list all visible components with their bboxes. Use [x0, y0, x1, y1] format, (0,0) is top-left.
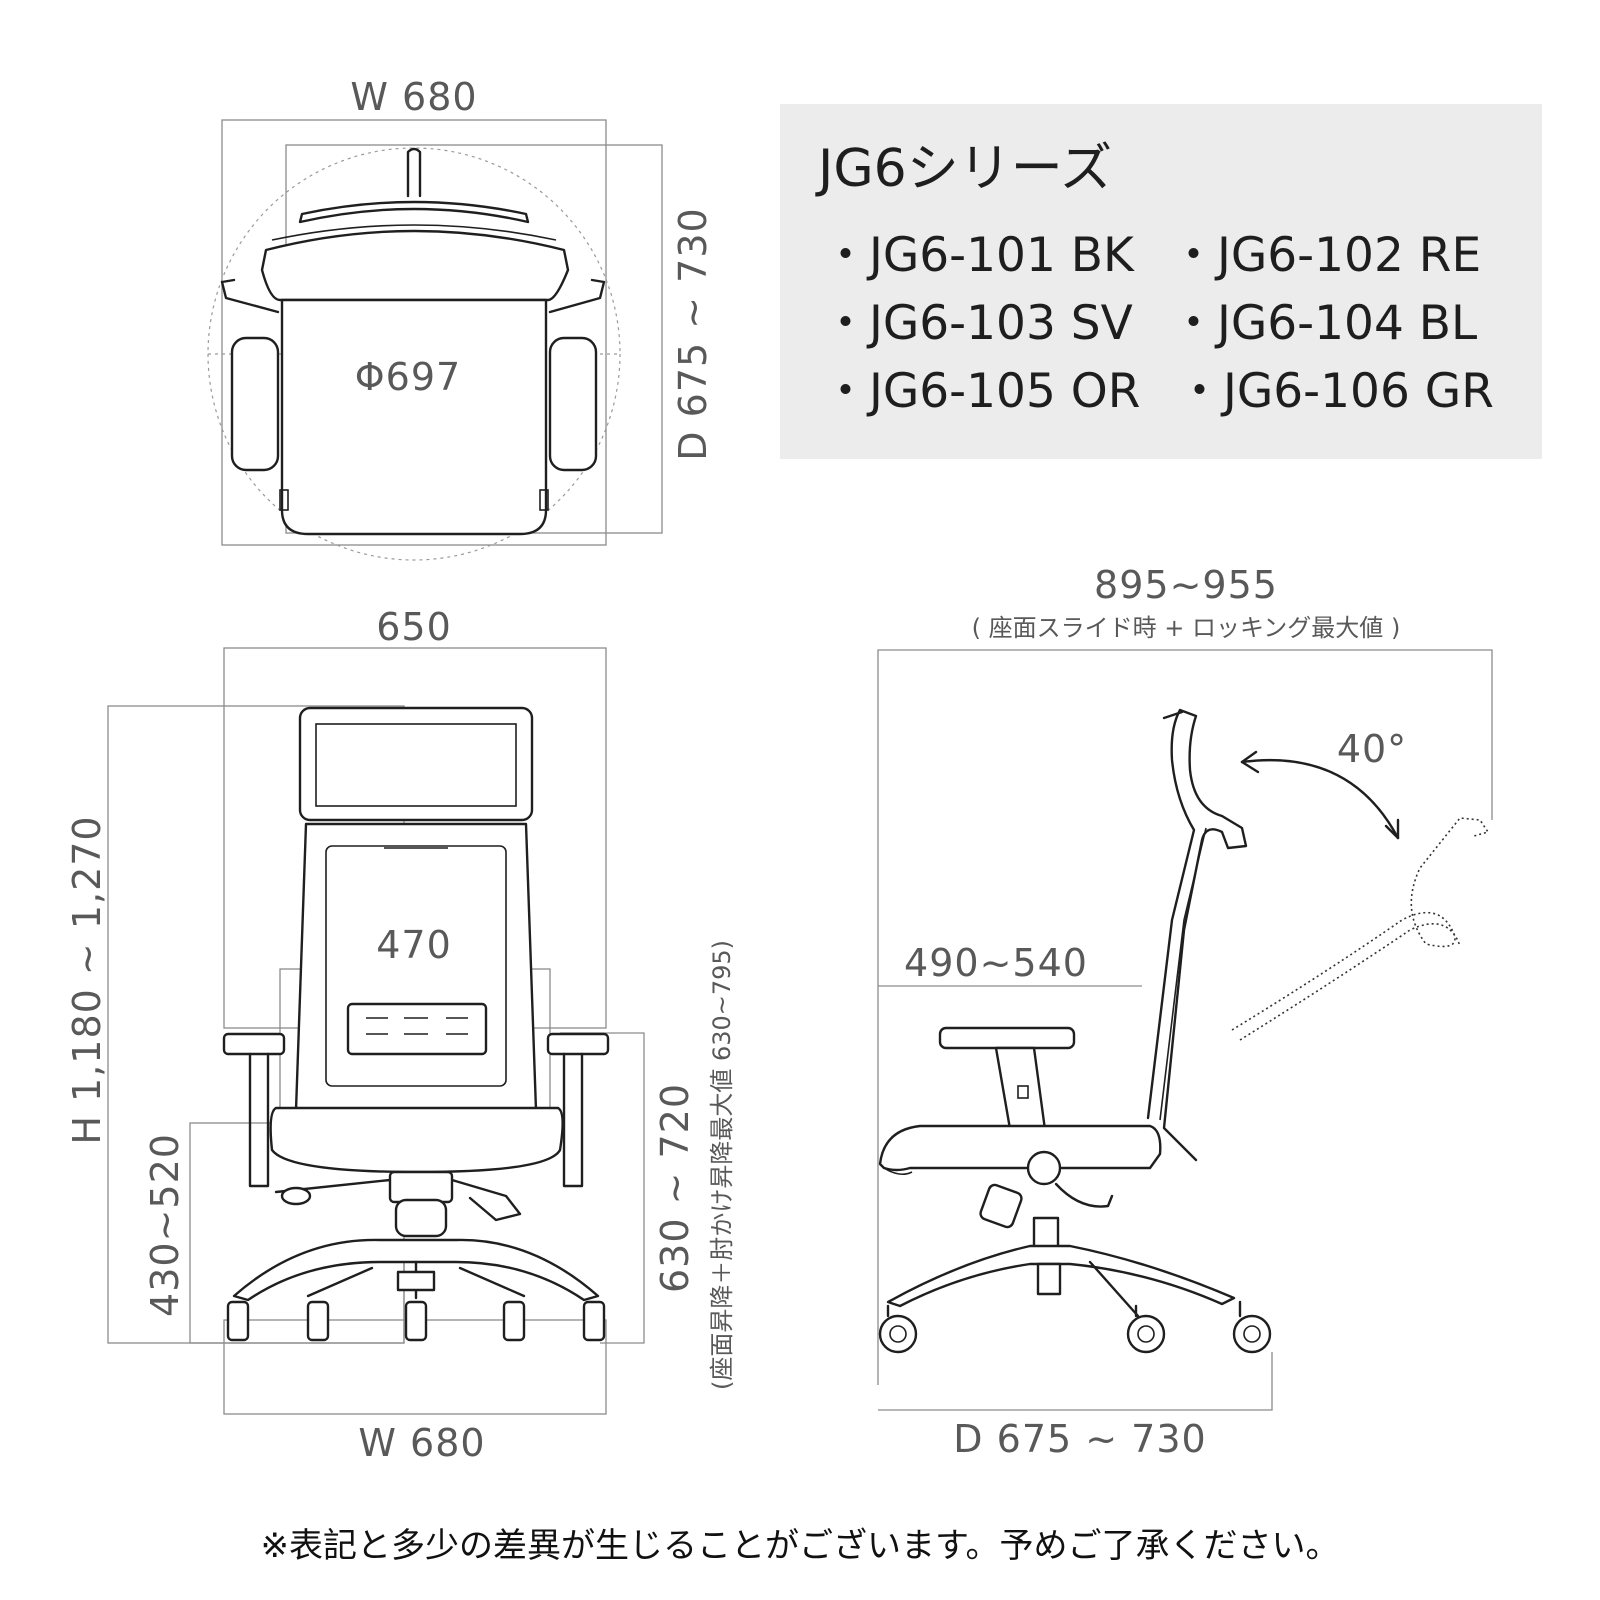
- side-base-depth-frame: [878, 1352, 1273, 1411]
- front-lever-knob: [280, 1186, 312, 1206]
- front-headrest-mesh: [315, 723, 517, 807]
- front-base: [232, 1238, 600, 1302]
- top-headrest: [298, 200, 530, 224]
- model-item: ・JG6-105 OR: [822, 364, 1141, 419]
- side-max-depth-note: ( 座面スライド時 + ロッキング最大値 ): [972, 614, 1401, 642]
- side-base-depth-label: D 675 ~ 730: [953, 1417, 1206, 1461]
- front-backrest-mesh: [325, 845, 507, 1087]
- side-recline-arrow-start: [1240, 750, 1260, 774]
- side-casters: [878, 1300, 1272, 1354]
- front-gas-cylinder: [394, 1198, 448, 1238]
- top-backrest-edge: [271, 224, 557, 241]
- top-view-chair: [207, 119, 663, 561]
- top-backrest: [260, 229, 570, 302]
- top-arm-bracket-left: [220, 278, 280, 314]
- side-gas-cylinder: [1032, 1216, 1060, 1250]
- side-recline-arc: [1240, 758, 1400, 840]
- side-reclined-backrest: [1231, 817, 1490, 1031]
- top-seat-tab-right: [539, 489, 549, 511]
- model-item: ・JG6-106 GR: [1176, 364, 1494, 419]
- front-armrest-right: [546, 1032, 610, 1056]
- front-lumbar-support: [346, 1002, 488, 1056]
- side-backrest-profile: [1146, 708, 1248, 1162]
- side-backrest-inner: [1159, 827, 1207, 1121]
- top-armrest-right: [548, 336, 598, 472]
- front-height-label: H 1,180 ~ 1,270: [65, 815, 109, 1144]
- side-base: [886, 1244, 1236, 1308]
- side-reclined-backrest-inner: [1239, 922, 1461, 1041]
- side-max-depth-label: 895~955: [1094, 563, 1278, 607]
- front-headrest: [298, 706, 534, 822]
- top-seat-tab-left: [279, 489, 289, 511]
- disclaimer-note: ※表記と多少の差異が生じることがございます。予めご了承ください。: [260, 1526, 1340, 1566]
- side-armrest: [938, 1026, 1076, 1050]
- side-seat-edge: [883, 1167, 913, 1176]
- front-base-width-label: W 680: [358, 1421, 485, 1465]
- front-casters: [226, 1300, 606, 1342]
- front-arm-height-label: 630 ~ 720: [653, 1083, 697, 1293]
- side-tension-knob: [979, 1183, 1023, 1229]
- series-title: JG6シリーズ: [818, 139, 1113, 199]
- side-base-hub: [1036, 1262, 1062, 1296]
- front-view-chair: [107, 647, 645, 1415]
- side-seat-depth-label: 490~540: [904, 941, 1088, 985]
- front-arm-height-note: (座面昇降＋肘かけ昇降最大値 630~795): [708, 940, 736, 1390]
- side-recline-arrow-end: [1384, 818, 1400, 840]
- side-headrest-top: [1162, 710, 1184, 720]
- side-height-lever: [1054, 1182, 1114, 1208]
- front-armrest-left: [222, 1032, 286, 1056]
- model-item: ・JG6-102 RE: [1170, 228, 1482, 283]
- front-seat-width-label: 470: [376, 923, 452, 967]
- front-arm-height-frame: [560, 1032, 645, 1344]
- front-mechanism: [388, 1170, 454, 1204]
- front-base-hub: [396, 1270, 436, 1292]
- top-arm-bracket-right: [548, 278, 606, 314]
- side-tilt-knob: [1026, 1150, 1062, 1186]
- series-box: JG6シリーズ ・JG6-101 BK ・JG6-102 RE ・JG6-103…: [780, 104, 1542, 459]
- side-view-chair: [877, 649, 1493, 1411]
- side-seat: [878, 1124, 1162, 1172]
- front-backrest: [294, 822, 538, 1112]
- top-headrest-post: [406, 147, 422, 198]
- top-seat: [280, 298, 548, 536]
- side-arm-button: [1017, 1085, 1029, 1099]
- front-arm-posts: [248, 1052, 584, 1188]
- model-item: ・JG6-104 BL: [1170, 296, 1478, 351]
- model-item: ・JG6-103 SV: [822, 296, 1133, 351]
- side-max-depth-frame: [877, 649, 1493, 1385]
- model-item: ・JG6-101 BK: [822, 228, 1134, 283]
- top-diameter-label: Φ697: [355, 355, 461, 399]
- front-seat: [269, 1106, 564, 1174]
- side-base-leg: [1088, 1260, 1140, 1318]
- top-armrest-left: [230, 336, 280, 472]
- front-lumbar-slots: [366, 1017, 468, 1035]
- side-recline-angle-label: 40°: [1337, 727, 1407, 771]
- front-armrest-width-label: 650: [376, 605, 452, 649]
- top-depth-label: D 675 ~ 730: [671, 207, 715, 460]
- front-seat-height-label: 430~520: [143, 1133, 187, 1317]
- top-width-label: W 680: [350, 75, 477, 119]
- top-width-frame: [221, 119, 607, 546]
